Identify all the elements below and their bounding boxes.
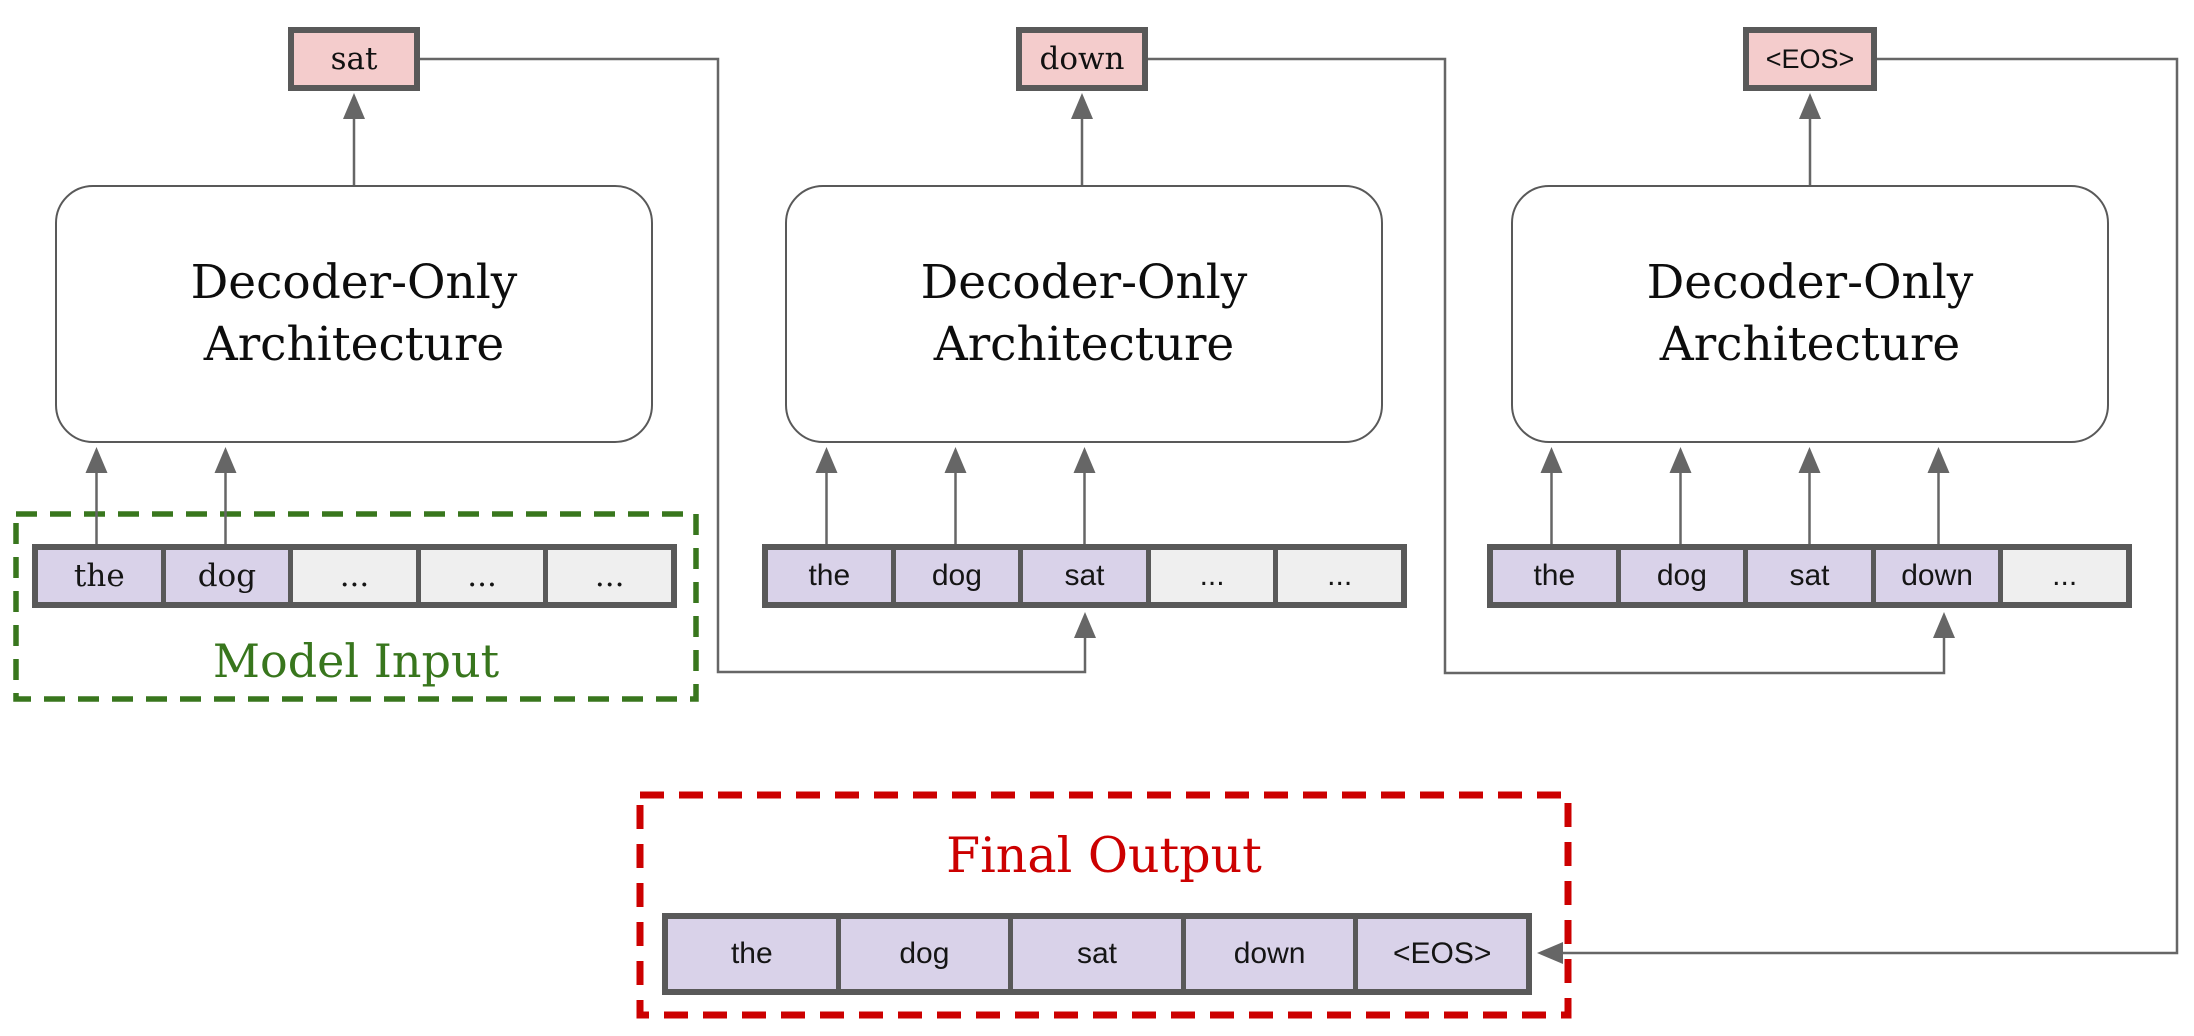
model-input-dashed-box (13, 511, 699, 702)
arrowhead-input3-token1 (1540, 447, 1563, 473)
final-token-cell: dog (840, 919, 1009, 989)
output-token-box-step1: sat (288, 27, 420, 91)
output-token-label: <EOS> (1765, 43, 1855, 74)
input-placeholder-cell: ... (1150, 550, 1274, 602)
connector-sat-to-step2-input (420, 57, 1087, 674)
input-placeholder-cell: ... (548, 550, 671, 602)
output-token-label: down (1039, 41, 1125, 77)
arrowhead-input2-token3 (1073, 447, 1096, 473)
decoder-block-step3: Decoder-Only Architecture (1511, 185, 2109, 443)
arrowhead-input3-token4 (1927, 447, 1950, 473)
input-sequence-step3: the dog sat down ... (1487, 544, 2132, 608)
decoder-label-line1: Decoder-Only (190, 254, 518, 310)
decoder-block-step2: Decoder-Only Architecture (785, 185, 1383, 443)
input-token-cell: dog (165, 550, 289, 602)
arrowhead-decoder2-to-output (1071, 93, 1093, 119)
connector-eos-to-final-output (1563, 57, 2179, 955)
final-token-cell: down (1185, 919, 1354, 989)
input-token-cell: down (1875, 550, 1999, 602)
arrowhead-down-to-step3-input (1933, 612, 1955, 638)
arrowhead-decoder3-to-output (1799, 93, 1821, 119)
arrowhead-sat-to-step2-input (1074, 612, 1096, 638)
arrowhead-input1-token1 (85, 447, 108, 473)
arrowhead-input2-token2 (944, 447, 967, 473)
input-placeholder-cell: ... (420, 550, 544, 602)
decoder-label-line1: Decoder-Only (1646, 254, 1974, 310)
connector-down-to-step3-input (1148, 57, 1946, 675)
input-token-cell: the (1493, 550, 1616, 602)
input-sequence-step2: the dog sat ... ... (762, 544, 1407, 608)
input-token-cell: dog (1620, 550, 1744, 602)
final-token-cell: the (668, 919, 836, 989)
input-token-cell: sat (1748, 550, 1871, 602)
arrowhead-decoder1-to-output (343, 93, 365, 119)
decoder-block-step1: Decoder-Only Architecture (55, 185, 653, 443)
final-token-cell: sat (1013, 919, 1181, 989)
final-token-cell: <EOS> (1358, 919, 1526, 989)
arrowhead-input3-token3 (1798, 447, 1821, 473)
model-input-label: Model Input (212, 634, 500, 688)
decoder-label-line2: Architecture (933, 317, 1235, 372)
input-token-cell: dog (895, 550, 1019, 602)
arrowhead-input3-token2 (1669, 447, 1692, 473)
arrowhead-input1-token2 (214, 447, 237, 473)
decoder-label-line2: Architecture (203, 317, 505, 372)
final-output-sequence: the dog sat down <EOS> (662, 913, 1532, 995)
output-token-box-step3: <EOS> (1743, 27, 1877, 91)
output-token-box-step2: down (1016, 27, 1148, 91)
input-token-cell: sat (1023, 550, 1146, 602)
input-token-cell: the (38, 550, 161, 602)
decoder-label-line2: Architecture (1659, 317, 1961, 372)
input-placeholder-cell: ... (1278, 550, 1401, 602)
arrowhead-input2-token1 (815, 447, 838, 473)
decoder-label-line1: Decoder-Only (920, 254, 1248, 310)
output-token-label: sat (330, 41, 378, 77)
final-output-label: Final Output (946, 826, 1262, 884)
input-sequence-step1: the dog ... ... ... (32, 544, 677, 608)
input-placeholder-cell: ... (293, 550, 416, 602)
input-placeholder-cell: ... (2003, 550, 2126, 602)
arrowhead-eos-to-final-output (1537, 942, 1563, 964)
final-output-dashed-box (636, 791, 1572, 1019)
input-token-cell: the (768, 550, 891, 602)
